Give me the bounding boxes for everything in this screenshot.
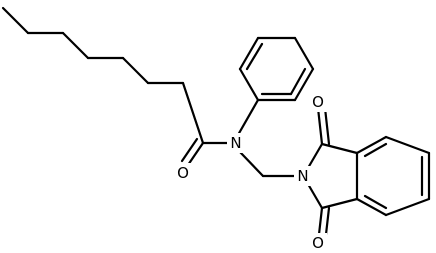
amide-group xyxy=(180,137,230,167)
bond-ph-4 xyxy=(293,36,315,71)
bond-imide-n-c-bottom xyxy=(306,182,324,210)
bond-bz-inner-3 xyxy=(363,194,388,210)
bond-ph-5 xyxy=(293,67,315,102)
phthalimide-group xyxy=(306,106,431,245)
octanoyl-chain xyxy=(1,6,205,145)
imide-nitrogen-label: N xyxy=(297,167,308,185)
bond-ph-1 xyxy=(238,67,260,102)
bond-co-top-a xyxy=(316,106,324,146)
bond-c-top-ring xyxy=(320,142,359,155)
bond-c-bottom-ring xyxy=(320,197,359,210)
bond-bz-2 xyxy=(384,135,431,155)
imide-bottom-oxygen-label: O xyxy=(312,234,324,252)
bond-ph-2 xyxy=(238,36,260,71)
bond-n-ch2 xyxy=(238,150,265,178)
bond-ph-inner-2 xyxy=(289,67,307,96)
bond-carbonyl-double-a xyxy=(186,141,205,167)
phenyl-ring xyxy=(236,36,315,137)
bond-co-top-b xyxy=(323,106,331,146)
bond-chain-5 xyxy=(121,56,150,85)
atom-labels: N N O O O xyxy=(174,92,327,253)
amide-oxygen-label: O xyxy=(177,164,189,182)
bond-bz-4 xyxy=(384,197,431,217)
bond-chain-3 xyxy=(61,31,90,60)
bond-ph-inner-1 xyxy=(245,42,264,71)
bond-bz-1 xyxy=(355,135,388,155)
bond-bz-5 xyxy=(355,197,388,217)
bond-n-phenyl xyxy=(236,98,260,137)
amide-nitrogen-label: N xyxy=(230,134,241,152)
bond-bz-inner-1 xyxy=(363,142,388,158)
bond-chain-7 xyxy=(181,81,205,145)
bond-imide-n-c-top xyxy=(306,142,324,170)
imide-top-oxygen-label: O xyxy=(312,93,324,111)
bond-carbonyl-double-b xyxy=(180,137,199,163)
methylene-linker xyxy=(238,150,297,178)
bond-chain-1 xyxy=(1,6,30,35)
